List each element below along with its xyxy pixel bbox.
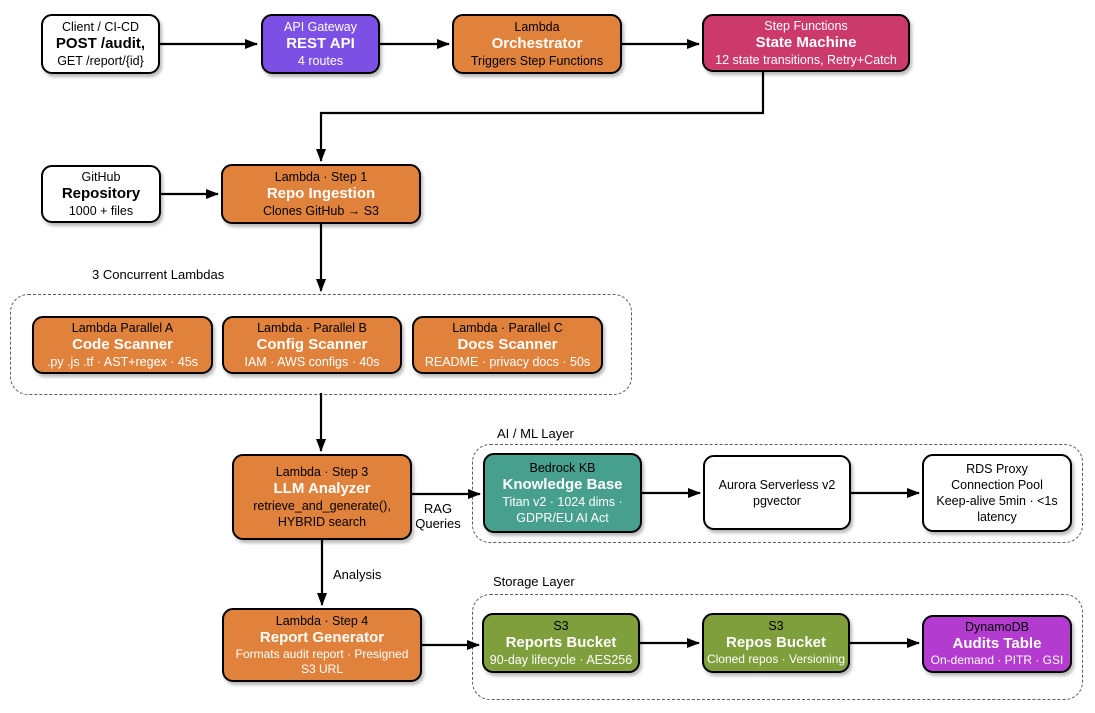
node-repo-ingestion-sub: Clones GitHub → S3 <box>262 204 380 218</box>
label-storage-layer: Storage Layer <box>493 574 575 589</box>
node-knowledge-base-top: Bedrock KB <box>529 461 596 475</box>
node-state-machine: Step Functions State Machine 12 state tr… <box>702 14 910 72</box>
node-report-generator-top: Lambda · Step 4 <box>275 613 369 628</box>
node-github-repo-top: GitHub <box>81 170 121 184</box>
node-knowledge-base-sub: Titan v2 · 1024 dims · GDPR/EU AI Act <box>502 495 623 525</box>
node-orchestrator-sub: Triggers Step Functions <box>470 54 604 68</box>
node-reports-bucket-sub: 90-day lifecycle · AES256 <box>489 653 633 667</box>
node-client: Client / CI-CD POST /audit, GET /report/… <box>41 14 160 74</box>
node-repos-bucket-top: S3 <box>768 619 784 634</box>
node-llm-analyzer: Lambda · Step 3 LLM Analyzer retrieve_an… <box>232 454 412 540</box>
node-aurora: Aurora Serverless v2 pgvector <box>703 455 851 530</box>
node-rds-proxy: RDS Proxy Connection Pool Keep-alive 5mi… <box>922 454 1072 532</box>
node-repo-ingestion: Lambda · Step 1 Repo Ingestion Clones Gi… <box>221 164 421 224</box>
node-client-sub: GET /report/{id} <box>57 54 144 68</box>
node-repo-ingestion-title: Repo Ingestion <box>266 185 376 202</box>
node-reports-bucket-title: Reports Bucket <box>505 634 617 651</box>
node-rds-proxy-line2: Connection Pool <box>951 478 1043 492</box>
node-reports-bucket-top: S3 <box>553 619 569 633</box>
node-code-scanner: Lambda Parallel A Code Scanner .py .js .… <box>32 316 213 374</box>
node-config-scanner-title: Config Scanner <box>256 336 368 353</box>
node-orchestrator-top: Lambda <box>514 20 560 34</box>
node-rds-proxy-line1: RDS Proxy <box>966 462 1028 476</box>
node-report-generator-sub: Formats audit report · Presigned S3 URL <box>235 646 409 676</box>
node-aurora-line1: Aurora Serverless v2 <box>718 477 836 492</box>
node-client-top: Client / CI-CD <box>61 20 140 34</box>
node-report-generator-title: Report Generator <box>259 628 385 646</box>
node-repos-bucket-title: Repos Bucket <box>725 634 827 652</box>
node-docs-scanner: Lambda · Parallel C Docs Scanner README … <box>412 316 603 374</box>
node-repo-ingestion-top: Lambda · Step 1 <box>274 170 368 184</box>
node-code-scanner-title: Code Scanner <box>72 336 173 353</box>
node-code-scanner-sub: .py .js .tf · AST+regex · 45s <box>46 355 199 369</box>
node-audits-table-title: Audits Table <box>952 635 1042 653</box>
node-state-machine-top: Step Functions <box>764 19 848 33</box>
node-config-scanner-sub: IAM · AWS configs · 40s <box>244 355 380 369</box>
node-audits-table: DynamoDB Audits Table On-demand · PITR ·… <box>922 615 1072 673</box>
node-llm-analyzer-title: LLM Analyzer <box>273 480 371 497</box>
node-api-gateway-title: REST API <box>286 35 355 52</box>
node-api-gateway-sub: 4 routes <box>297 54 344 68</box>
node-orchestrator-title: Orchestrator <box>491 35 583 52</box>
node-repos-bucket: S3 Repos Bucket Cloned repos · Versionin… <box>702 613 850 673</box>
node-llm-analyzer-top: Lambda · Step 3 <box>275 465 369 479</box>
node-llm-analyzer-sub: retrieve_and_generate(), HYBRID search <box>253 499 391 529</box>
label-analysis: Analysis <box>333 567 382 582</box>
node-aurora-line2: pgvector <box>753 493 801 508</box>
node-audits-table-top: DynamoDB <box>965 620 1029 635</box>
node-reports-bucket: S3 Reports Bucket 90-day lifecycle · AES… <box>482 613 640 673</box>
node-orchestrator: Lambda Orchestrator Triggers Step Functi… <box>452 14 622 74</box>
label-ai-ml-layer: AI / ML Layer <box>497 426 574 441</box>
node-rds-proxy-line3: Keep-alive 5min · <1s latency <box>936 494 1058 524</box>
node-github-repo-sub: 1000 + files <box>68 204 134 218</box>
node-repos-bucket-sub: Cloned repos · Versioning <box>706 652 846 667</box>
node-api-gateway: API Gateway REST API 4 routes <box>261 14 380 74</box>
node-docs-scanner-sub: README · privacy docs · 50s <box>424 355 591 369</box>
node-client-title: POST /audit, <box>55 35 146 52</box>
node-docs-scanner-title: Docs Scanner <box>457 336 558 353</box>
label-rag-queries: RAG Queries <box>415 501 461 531</box>
node-knowledge-base: Bedrock KB Knowledge Base Titan v2 · 102… <box>483 453 642 533</box>
node-state-machine-title: State Machine <box>755 34 857 51</box>
node-code-scanner-top: Lambda Parallel A <box>71 321 174 335</box>
node-github-repo: GitHub Repository 1000 + files <box>41 165 161 223</box>
label-concurrent-lambdas: 3 Concurrent Lambdas <box>92 267 225 282</box>
node-audits-table-sub: On-demand · PITR · GSI <box>930 653 1064 668</box>
node-github-repo-title: Repository <box>61 185 141 202</box>
node-config-scanner-top: Lambda · Parallel B <box>257 321 367 335</box>
node-state-machine-sub: 12 state transitions, Retry+Catch <box>715 53 897 67</box>
node-docs-scanner-top: Lambda · Parallel C <box>452 321 563 335</box>
node-api-gateway-top: API Gateway <box>284 20 357 34</box>
node-knowledge-base-title: Knowledge Base <box>502 476 623 493</box>
node-config-scanner: Lambda · Parallel B Config Scanner IAM ·… <box>222 316 402 374</box>
node-report-generator: Lambda · Step 4 Report Generator Formats… <box>222 608 422 682</box>
